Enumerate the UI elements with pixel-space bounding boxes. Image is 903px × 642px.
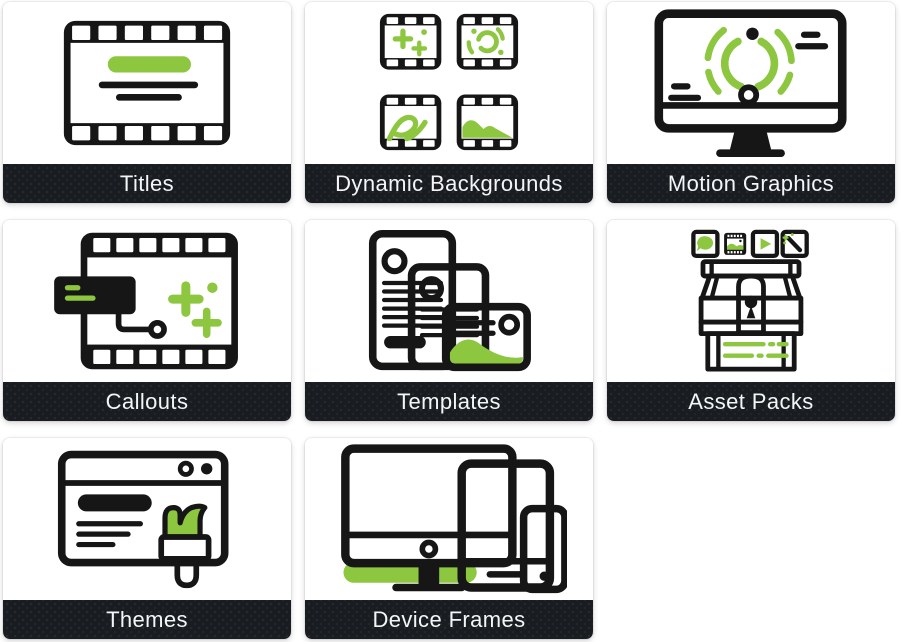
- browser-paintbrush-icon: [3, 438, 291, 600]
- card-dynamic-backgrounds[interactable]: Dynamic Backgrounds: [305, 2, 593, 203]
- card-label: Device Frames: [372, 606, 526, 632]
- filmstrip-title-icon: [3, 2, 291, 164]
- card-label: Templates: [397, 388, 501, 414]
- treasure-chest-icon: [607, 220, 895, 382]
- filmstrip-callout-icon: [3, 220, 291, 382]
- card-label-bar: Dynamic Backgrounds: [305, 164, 593, 203]
- monitor-orbit-icon: [607, 2, 895, 164]
- card-label-bar: Motion Graphics: [607, 164, 895, 203]
- card-label-bar: Templates: [305, 382, 593, 421]
- card-label: Dynamic Backgrounds: [335, 170, 563, 196]
- card-label-bar: Device Frames: [305, 600, 593, 639]
- card-motion-graphics[interactable]: Motion Graphics: [607, 2, 895, 203]
- card-themes[interactable]: Themes: [3, 438, 291, 639]
- card-label: Themes: [106, 606, 188, 632]
- card-label-bar: Themes: [3, 600, 291, 639]
- card-asset-packs[interactable]: Asset Packs: [607, 220, 895, 421]
- card-device-frames[interactable]: Device Frames: [305, 438, 593, 639]
- card-label: Asset Packs: [688, 388, 814, 414]
- card-label-bar: Asset Packs: [607, 382, 895, 421]
- card-label-bar: Callouts: [3, 382, 291, 421]
- card-label-bar: Titles: [3, 164, 291, 203]
- stacked-documents-icon: [305, 220, 593, 382]
- category-card-grid: Titles: [3, 2, 895, 639]
- card-label: Callouts: [105, 388, 189, 414]
- four-filmstrips-icon: [305, 2, 593, 164]
- card-callouts[interactable]: Callouts: [3, 220, 291, 421]
- card-templates[interactable]: Templates: [305, 220, 593, 421]
- card-label: Titles: [119, 170, 175, 196]
- card-label: Motion Graphics: [667, 170, 835, 196]
- devices-icon: [305, 438, 593, 600]
- card-titles[interactable]: Titles: [3, 2, 291, 203]
